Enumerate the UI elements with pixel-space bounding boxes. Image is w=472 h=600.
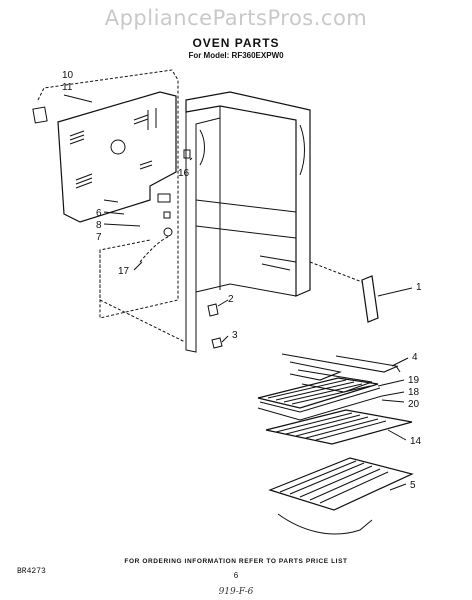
- callout-14: 14: [410, 436, 422, 447]
- callout-17: 17: [118, 266, 130, 277]
- oven-cavity-frame: [185, 91, 311, 297]
- rack-4: [268, 457, 414, 511]
- page-number: 6: [233, 571, 239, 580]
- part-1: [361, 275, 379, 323]
- bracket-10-11: [32, 106, 48, 124]
- part-8: [163, 211, 171, 219]
- callout-2: 2: [228, 294, 234, 305]
- callout-18: 18: [408, 387, 420, 398]
- part-3: [211, 337, 223, 349]
- callout-1: 1: [416, 282, 422, 293]
- broil-pan: [257, 377, 379, 409]
- handwritten-note: 919-F-6: [218, 587, 254, 597]
- callout-8: 8: [96, 220, 102, 231]
- part-7: [163, 227, 173, 237]
- rear-panel: [57, 91, 177, 223]
- callout-3: 3: [232, 330, 238, 341]
- part-2: [207, 303, 219, 317]
- callout-11: 11: [62, 82, 73, 93]
- callout-5: 4: [412, 352, 418, 363]
- callout-20: 20: [408, 399, 420, 410]
- watermark: AppliancePartsPros.com: [104, 6, 368, 30]
- model-label: For Model: RF360EXPW0: [188, 51, 284, 60]
- callout-7: 7: [96, 232, 102, 243]
- callout-16: 16: [178, 168, 190, 179]
- part-16: [183, 149, 191, 159]
- ordering-note: FOR ORDERING INFORMATION REFER TO PARTS …: [124, 558, 348, 565]
- callout-10: 10: [62, 70, 74, 81]
- drawing-code: BR4273: [17, 567, 46, 576]
- part-17: [139, 235, 171, 263]
- part-6: [157, 193, 171, 203]
- rack-14: [265, 409, 413, 445]
- diagram-title: OVEN PARTS: [192, 36, 280, 50]
- callout-4: 5: [410, 480, 416, 491]
- callout-19: 19: [408, 375, 420, 386]
- part-5: [281, 353, 399, 393]
- callout-6: 6: [96, 208, 102, 219]
